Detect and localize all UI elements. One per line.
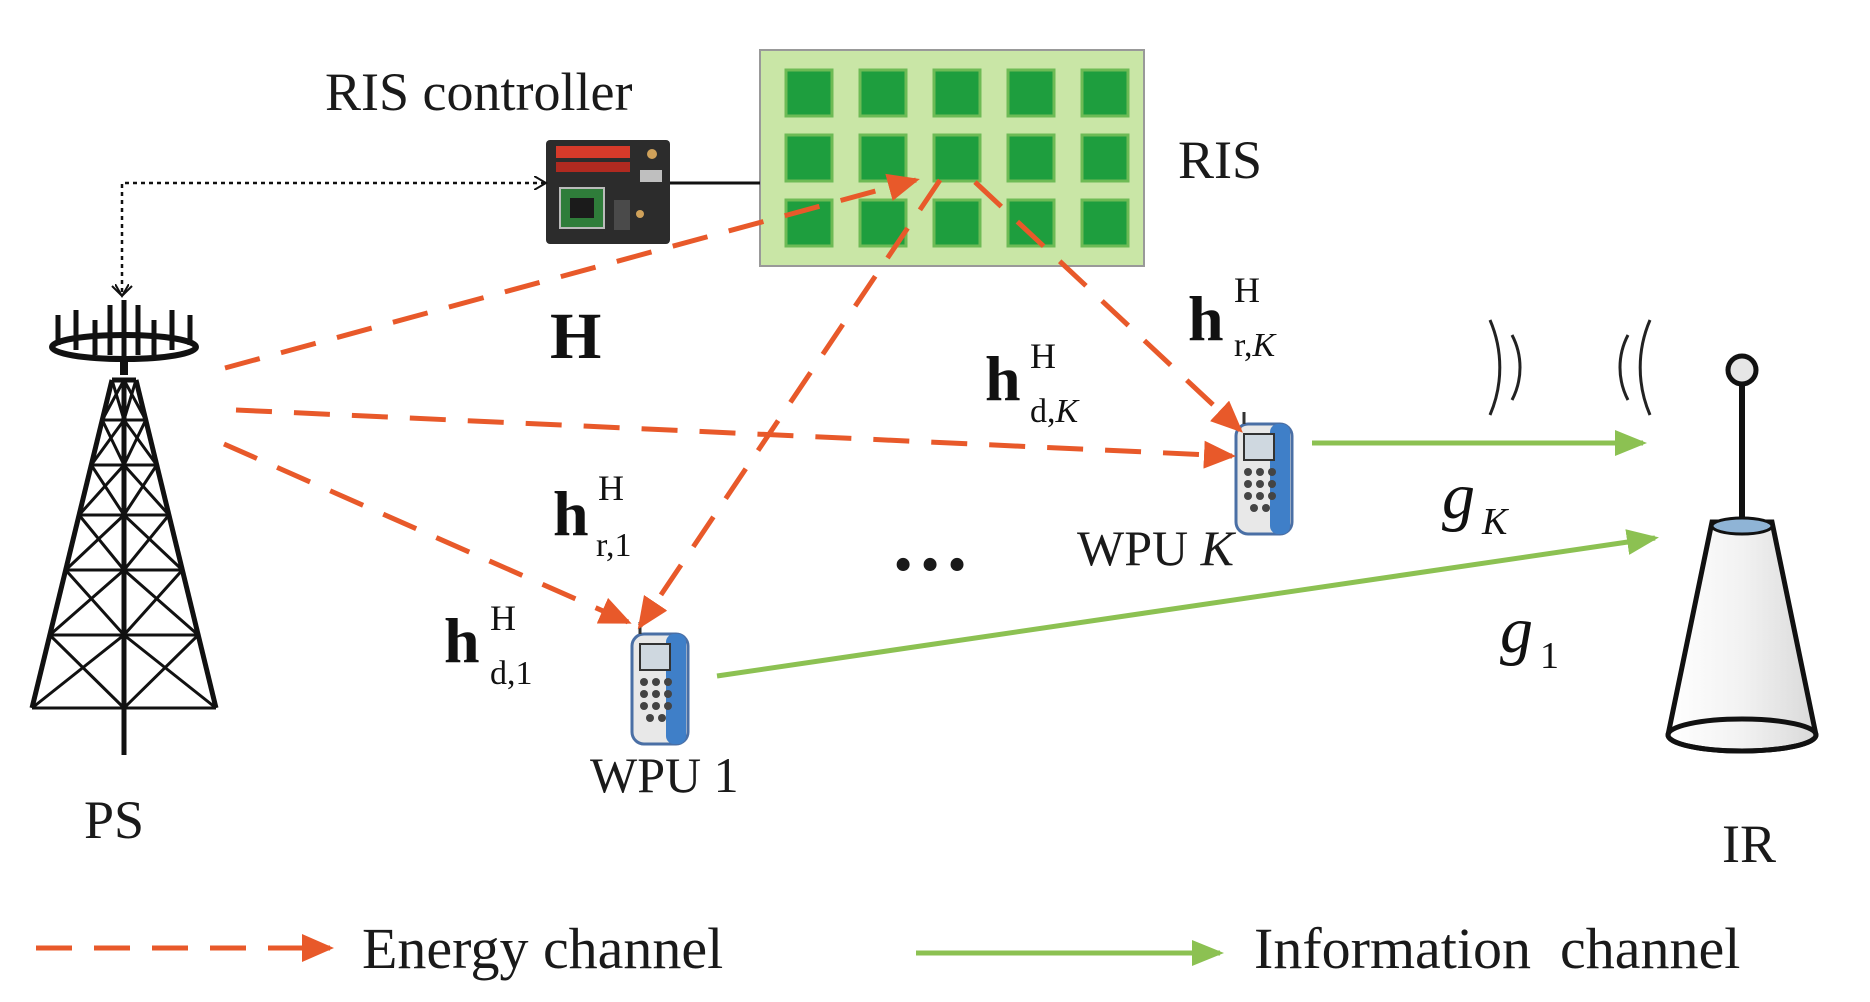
ris-element	[932, 133, 982, 183]
ir-receiver-icon	[1488, 319, 1819, 754]
wpu-k-phone-icon	[1234, 412, 1294, 536]
channel-g-K-label: g K	[1442, 460, 1509, 543]
svg-text:H: H	[598, 468, 624, 508]
svg-text:d,1: d,1	[490, 655, 533, 692]
legend-information-label: Information channel	[1254, 916, 1740, 981]
ris-element	[1080, 68, 1130, 118]
tower-lattice-bar	[122, 514, 171, 571]
ris-elements	[784, 68, 1130, 248]
channel-H-label: H	[550, 300, 601, 373]
svg-text:r,K: r,K	[1234, 327, 1277, 364]
channel-h-rK-label: h H r,K	[1188, 270, 1277, 364]
tower-lattice-bar	[122, 419, 148, 466]
ris-element	[1006, 68, 1056, 118]
information-channels	[716, 430, 1659, 679]
ris-element	[858, 68, 908, 118]
energy-ps-to-wpu-k	[235, 407, 1236, 469]
svg-text:r,1: r,1	[596, 527, 631, 564]
wpu-1-label: WPU 1	[590, 747, 739, 803]
energy-ris-to-wpu-1	[637, 178, 943, 630]
wpu-k-label: WPU K	[1077, 520, 1237, 576]
ris-element	[784, 68, 834, 118]
tower-lattice-bar	[122, 379, 138, 421]
tower-lattice-bar	[123, 568, 200, 637]
energy-ps-to-wpu-1	[222, 441, 632, 625]
legend-energy-label: Energy channel	[362, 916, 723, 981]
svg-text:H: H	[1234, 270, 1260, 310]
ps-tower-icon	[29, 300, 219, 755]
energy-ris-to-wpu-k	[973, 180, 1243, 433]
ris-element	[1006, 133, 1056, 183]
ris-panel	[759, 49, 1145, 267]
svg-text:H: H	[1030, 336, 1056, 376]
tower-lattice-bar	[31, 633, 125, 710]
tower-lattice-bar	[122, 379, 148, 421]
ps-label: PS	[84, 790, 144, 850]
svg-text:g: g	[1442, 460, 1475, 533]
svg-text:H: H	[490, 598, 516, 638]
ris-element	[932, 198, 982, 248]
energy-ps-to-ris	[224, 173, 920, 371]
svg-text:h: h	[985, 343, 1021, 414]
ris-label: RIS	[1178, 130, 1262, 190]
tower-lattice-bar	[122, 568, 184, 637]
tower-lattice-bar	[48, 568, 125, 637]
svg-text:h: h	[444, 605, 480, 676]
svg-text:K: K	[1481, 501, 1509, 543]
wpu-1-phone-icon	[630, 622, 690, 746]
svg-text:d,K: d,K	[1030, 393, 1081, 430]
tower-lattice-bar	[64, 513, 126, 572]
tower-lattice-bar	[48, 633, 126, 710]
tower-lattice-bar	[122, 463, 171, 517]
ris-element	[858, 133, 908, 183]
tower-lattice-bar	[110, 379, 126, 421]
channel-h-d1-label: h H d,1	[444, 598, 533, 692]
ris-element	[1080, 198, 1130, 248]
control-link-to-controller	[120, 183, 546, 292]
info-wpu-1-to-ir	[716, 529, 1659, 679]
tower-lattice-bar	[122, 633, 200, 710]
ris-controller-label: RIS controller	[325, 62, 632, 122]
ris-element	[1006, 198, 1056, 248]
svg-text:g: g	[1500, 594, 1533, 667]
legend: Energy channel Information channel	[36, 916, 1740, 981]
tower-lattice-bar	[100, 419, 126, 466]
tower-lattice-bar	[123, 633, 217, 710]
channel-h-r1-label: h H r,1	[553, 468, 631, 564]
svg-text:h: h	[553, 478, 589, 549]
tower-lattice-bar	[64, 568, 126, 637]
tower-lattice-bar	[122, 513, 184, 572]
channel-h-dK-label: h H d,K	[985, 336, 1081, 430]
ris-element	[1080, 133, 1130, 183]
tower-lattice-bar	[77, 463, 126, 517]
tower-lattice-bar	[90, 419, 126, 466]
ir-label: IR	[1722, 814, 1776, 874]
tower-lattice-bar	[90, 464, 126, 516]
tower-lattice-bar	[77, 514, 126, 571]
ris-element	[932, 68, 982, 118]
svg-text:1: 1	[1540, 635, 1559, 677]
ris-element	[784, 198, 834, 248]
tower-lattice-bar	[122, 464, 158, 516]
channel-g-1-label: g 1	[1500, 594, 1559, 677]
control-link-arrow-to-ps	[111, 285, 133, 298]
tower-lattice-bar	[100, 379, 126, 421]
ellipsis-label: …	[890, 500, 970, 588]
svg-text:h: h	[1188, 283, 1224, 354]
ris-controller-icon	[546, 140, 670, 244]
tower-lattice-bar	[122, 419, 158, 466]
ris-element	[784, 133, 834, 183]
energy-channels	[222, 173, 1243, 630]
